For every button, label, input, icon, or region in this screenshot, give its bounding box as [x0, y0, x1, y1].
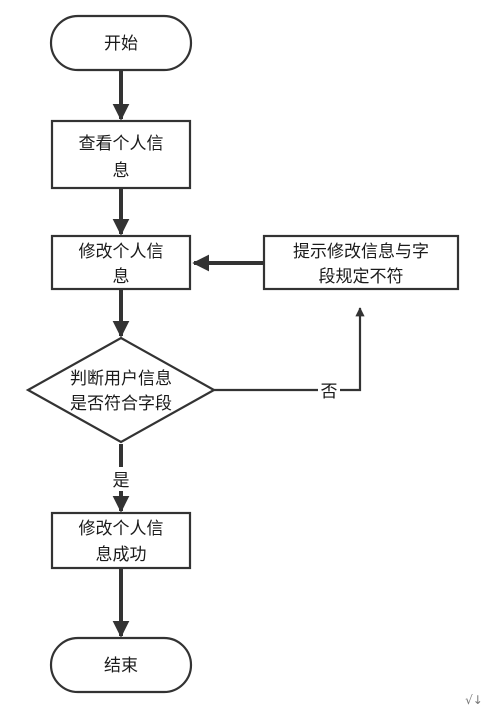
view-info-node [50, 119, 192, 190]
no-label-bg [318, 378, 340, 402]
yes-label-bg [110, 467, 132, 491]
edit-info-line2: 息 [113, 267, 130, 287]
success-node [50, 511, 192, 570]
prompt-line2: 段规定不符 [319, 267, 404, 287]
view-info-line2: 息 [113, 161, 130, 181]
end-node [49, 636, 193, 694]
success-line2: 息成功 [96, 545, 147, 565]
edit-info-line1: 修改个人信 [79, 242, 164, 262]
decision-node [25, 336, 217, 444]
view-info-line1: 查看个人信 [79, 134, 164, 154]
decision-line2: 是否符合字段 [70, 394, 172, 414]
success-line1: 修改个人信 [79, 519, 164, 539]
edge-decision-no [214, 307, 365, 392]
start-node [49, 14, 193, 72]
prompt-node [262, 234, 460, 291]
prompt-line1: 提示修改信息与字 [293, 242, 429, 262]
yes-label: 是 [113, 471, 130, 491]
end-node-label: 结束 [104, 656, 138, 676]
decision-line1: 判断用户信息 [70, 369, 172, 389]
start-node-label: 开始 [104, 34, 138, 54]
corner-mark: √↓ [465, 693, 483, 707]
no-label: 否 [321, 382, 338, 402]
edit-info-node [50, 234, 192, 291]
